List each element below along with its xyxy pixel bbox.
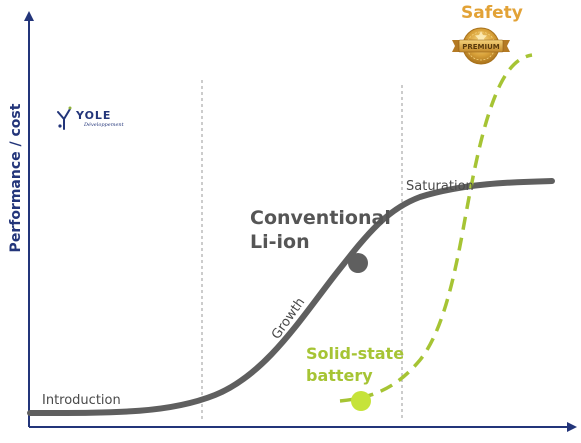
phase-label-saturation: Saturation [406, 179, 474, 194]
safety-label: Safety [461, 3, 523, 23]
yole-logo [57, 106, 72, 130]
premium-ribbon-text: PREMIUM [462, 43, 500, 51]
solid-state-battery-curve [339, 53, 533, 403]
solid-state-label-line2: battery [306, 366, 373, 385]
phase-label-introduction: Introduction [42, 393, 121, 408]
conventional-li-ion-curve [27, 178, 555, 416]
premium-seal-icon [452, 27, 510, 65]
logo-name: YOLE [75, 109, 111, 122]
logo-tagline: Développement [83, 121, 125, 128]
conventional-current-position-marker [348, 253, 368, 273]
solid-state-label-line1: Solid-state [306, 344, 404, 363]
conventional-label-line2: Li-ion [250, 231, 310, 253]
solid-state-current-position-marker [351, 391, 371, 411]
y-axis-title: Performance / cost [8, 103, 24, 252]
conventional-label-line1: Conventional [250, 207, 391, 229]
